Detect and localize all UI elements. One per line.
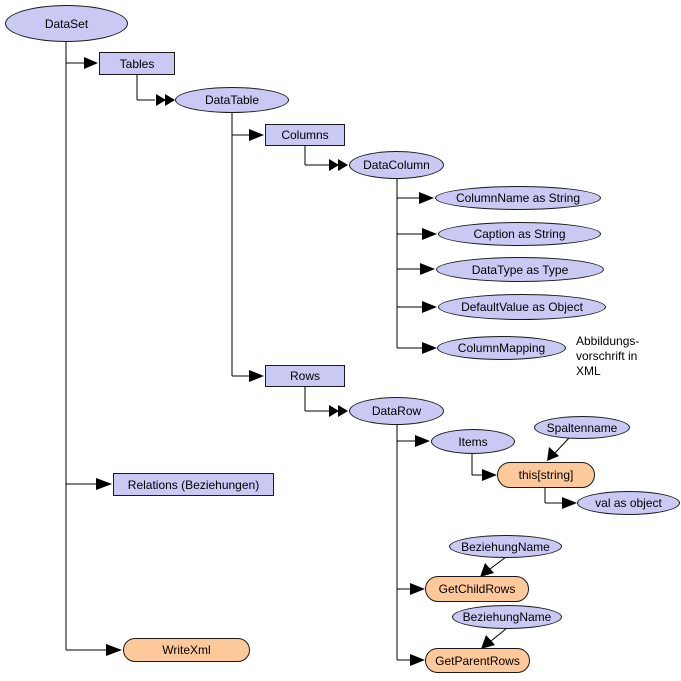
rows-node[interactable]: Rows [265, 365, 345, 387]
val-object-node[interactable]: val as object [577, 491, 680, 515]
beziehungname-child-node[interactable]: BeziehungName [449, 535, 562, 558]
spaltenname-node[interactable]: Spaltenname [534, 416, 630, 439]
this-string-node[interactable]: this[string] [497, 462, 595, 488]
caption-node[interactable]: Caption as String [438, 222, 601, 246]
items-node[interactable]: Items [431, 429, 515, 454]
beziehungname-parent-node[interactable]: BeziehungName [452, 605, 562, 629]
datatype-node[interactable]: DataType as Type [436, 257, 604, 282]
getparentrows-node[interactable]: GetParentRows [425, 648, 530, 673]
dataset-node[interactable]: DataSet [5, 5, 128, 42]
datatable-node[interactable]: DataTable [175, 87, 289, 113]
getchildrows-node[interactable]: GetChildRows [425, 576, 529, 602]
datarow-node[interactable]: DataRow [349, 397, 444, 425]
writexml-node[interactable]: WriteXml [123, 638, 250, 662]
tables-node[interactable]: Tables [99, 52, 175, 75]
columnname-node[interactable]: ColumnName as String [435, 186, 601, 210]
columns-node[interactable]: Columns [265, 124, 345, 146]
note-line-2: vorschrift in [576, 349, 638, 363]
note-line-3: XML [576, 364, 601, 378]
note-line-1: Abbildungs- [576, 334, 640, 348]
relations-node[interactable]: Relations (Beziehungen) [113, 473, 274, 496]
defaultvalue-node[interactable]: DefaultValue as Object [438, 294, 606, 320]
columnmapping-note: Abbildungs- vorschrift in XML [576, 334, 639, 379]
columnmapping-node[interactable]: ColumnMapping [437, 336, 566, 360]
datacolumn-node[interactable]: DataColumn [349, 151, 444, 179]
